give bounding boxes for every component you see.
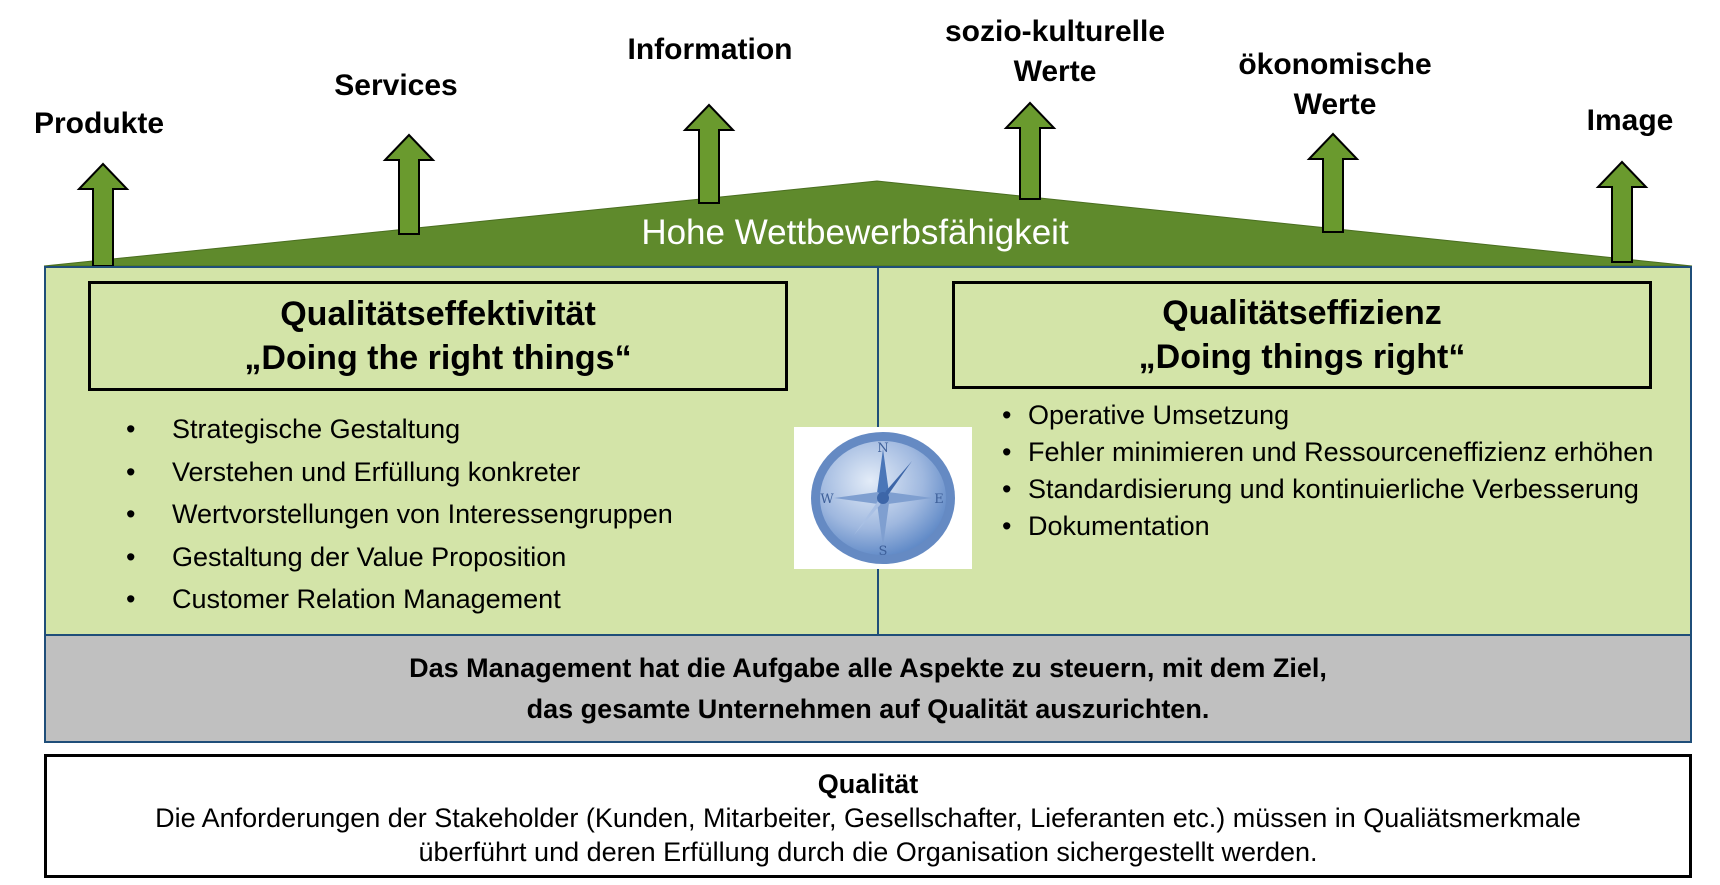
quality-line-1: Die Anforderungen der Stakeholder (Kunde… [155,803,1581,833]
list-item: Fehler minimieren und Ressourceneffizien… [1002,435,1668,470]
compass-s: S [879,544,888,559]
compass-icon: N S W E [811,432,955,564]
compass-image: N S W E [794,427,972,569]
list-item: Customer Relation Management [126,578,792,621]
arrow-information [682,103,736,204]
management-line-1: Das Management hat die Aufgabe alle Aspe… [409,653,1327,683]
list-item: Strategische Gestaltung [126,408,792,451]
efficiency-heading: Qualitätseffizienz „Doing things right“ [952,281,1652,389]
list-item: Gestaltung der Value Proposition [126,536,792,579]
list-item: Wertvorstellungen von Interessengruppen [126,493,792,536]
arrow-oekonomisch [1306,132,1360,233]
compass-n: N [877,441,888,456]
effectiveness-list: Strategische Gestaltung Verstehen und Er… [126,408,792,621]
quality-line-2: überführt und deren Erfüllung durch die … [418,837,1318,867]
management-line-2: das gesamte Unternehmen auf Qualität aus… [526,694,1210,724]
compass-e: E [934,492,944,507]
list-item: Operative Umsetzung [1002,398,1668,433]
list-item: Verstehen und Erfüllung konkreter [126,451,792,494]
quality-box: Qualität Die Anforderungen der Stakehold… [44,754,1692,878]
effectiveness-heading: Qualitätseffektivität „Doing the right t… [88,281,788,391]
efficiency-list: Operative Umsetzung Fehler minimieren un… [1002,398,1668,546]
arrow-produkte [76,162,130,267]
arrow-image [1595,160,1649,263]
management-box: Das Management hat die Aufgabe alle Aspe… [44,634,1692,743]
label-produkte: Produkte [33,107,165,140]
arrow-services [382,133,436,235]
label-information: Information [627,33,793,66]
label-image: Image [1586,104,1674,137]
list-item: Standardisierung und kontinuierliche Ver… [1002,472,1668,507]
label-services: Services [334,69,458,102]
label-sozio-kulturelle-werte: sozio-kulturelle Werte [944,15,1166,88]
quality-title: Qualität [817,769,919,799]
arrow-sozio [1003,101,1057,200]
label-oekonomische-werte: ökonomische Werte [1238,48,1432,121]
compass-w: W [820,492,834,507]
roof-title: Hohe Wettbewerbsfähigkeit [641,213,1069,252]
list-item: Dokumentation [1002,509,1668,544]
